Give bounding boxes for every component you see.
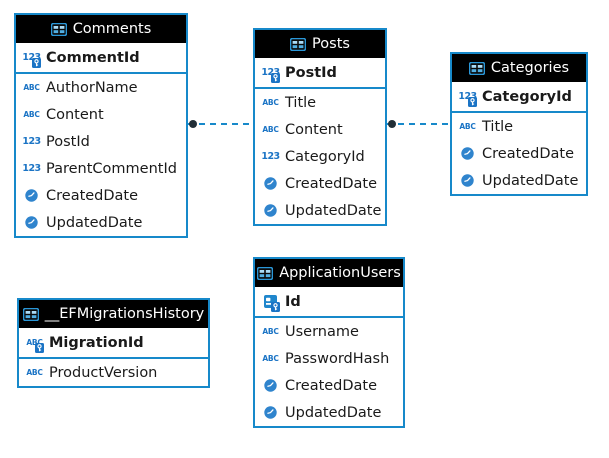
column-name: CreatedDate <box>482 145 575 162</box>
column-name: MigrationId <box>49 334 144 351</box>
number-key-icon: 123 <box>21 43 42 72</box>
text-icon: ABC <box>262 326 279 336</box>
number-key-icon: 123 <box>260 58 281 87</box>
table-icon <box>257 266 274 280</box>
column-name: Id <box>285 293 301 310</box>
column-row[interactable]: Id <box>255 287 403 318</box>
number-icon: 123 <box>261 150 280 162</box>
column-name: Title <box>285 94 317 111</box>
column-name: UpdatedDate <box>285 404 382 421</box>
datetime-icon <box>21 209 42 236</box>
table-applicationusers-header[interactable]: ApplicationUsers <box>255 259 403 287</box>
column-row[interactable]: CreatedDate <box>16 182 186 209</box>
column-name: UpdatedDate <box>285 202 382 219</box>
table-efmigrationshistory-header[interactable]: __EFMigrationsHistory <box>19 300 208 328</box>
column-name: AuthorName <box>46 79 138 96</box>
table-title: Comments <box>72 21 152 37</box>
relationship-endpoint-dot <box>388 120 396 128</box>
column-row[interactable]: ABC AuthorName <box>16 74 186 101</box>
datetime-icon <box>260 197 281 224</box>
relationship-comments-posts[interactable] <box>188 123 253 125</box>
column-row[interactable]: CreatedDate <box>452 140 586 167</box>
table-categories[interactable]: Categories 123 CategoryId ABC Title Crea… <box>450 52 588 196</box>
table-categories-header[interactable]: Categories <box>452 54 586 82</box>
table-applicationusers[interactable]: ApplicationUsers Id ABC Username ABC Pas… <box>253 257 405 428</box>
text-icon: ABC <box>262 353 279 363</box>
column-row[interactable]: UpdatedDate <box>255 197 385 224</box>
table-comments-header[interactable]: Comments <box>16 15 186 43</box>
table-title: Categories <box>490 60 570 76</box>
column-name: PostId <box>285 64 337 81</box>
column-name: ProductVersion <box>49 364 158 381</box>
column-row[interactable]: ABC Title <box>255 89 385 116</box>
relationship-posts-categories[interactable] <box>387 123 450 125</box>
column-row[interactable]: ABC MigrationId <box>19 328 208 359</box>
column-name: Username <box>285 323 359 340</box>
column-row[interactable]: CreatedDate <box>255 372 403 399</box>
column-name: ParentCommentId <box>46 160 177 177</box>
column-row[interactable]: CreatedDate <box>255 170 385 197</box>
column-name: UpdatedDate <box>482 172 579 189</box>
table-title: ApplicationUsers <box>279 265 401 281</box>
column-row[interactable]: ABC Content <box>16 101 186 128</box>
column-name: Content <box>285 121 343 138</box>
text-icon: ABC <box>262 97 279 107</box>
table-icon <box>290 37 307 51</box>
text-icon: ABC <box>23 109 40 119</box>
id-card-key-icon <box>260 287 281 316</box>
column-row[interactable]: 123 PostId <box>255 58 385 89</box>
column-row[interactable]: 123 ParentCommentId <box>16 155 186 182</box>
column-row[interactable]: 123 CategoryId <box>452 82 586 113</box>
text-key-icon: ABC <box>24 328 45 357</box>
column-row[interactable]: 123 PostId <box>16 128 186 155</box>
relationship-endpoint-dot <box>189 120 197 128</box>
column-row[interactable]: ABC Title <box>452 113 586 140</box>
table-title: __EFMigrationsHistory <box>44 306 205 322</box>
column-name: UpdatedDate <box>46 214 143 231</box>
table-efmigrationshistory[interactable]: __EFMigrationsHistory ABC MigrationId AB… <box>17 298 210 388</box>
table-icon <box>50 22 67 36</box>
table-title: Posts <box>312 36 350 52</box>
text-icon: ABC <box>459 121 476 131</box>
column-name: CreatedDate <box>285 175 378 192</box>
column-name: CreatedDate <box>285 377 378 394</box>
column-name: PasswordHash <box>285 350 390 367</box>
column-row[interactable]: ABC Username <box>255 318 403 345</box>
column-name: PostId <box>46 133 90 150</box>
number-icon: 123 <box>22 162 41 174</box>
column-row[interactable]: UpdatedDate <box>452 167 586 194</box>
column-row[interactable]: ABC PasswordHash <box>255 345 403 372</box>
table-icon <box>468 61 485 75</box>
datetime-icon <box>260 399 281 426</box>
datetime-icon <box>457 167 478 194</box>
datetime-icon <box>21 182 42 209</box>
text-icon: ABC <box>26 367 43 377</box>
column-name: Title <box>482 118 514 135</box>
column-name: CreatedDate <box>46 187 139 204</box>
table-posts[interactable]: Posts 123 PostId ABC Title ABC Content 1… <box>253 28 387 226</box>
datetime-icon <box>457 140 478 167</box>
table-icon <box>22 307 39 321</box>
text-icon: ABC <box>262 124 279 134</box>
datetime-icon <box>260 372 281 399</box>
column-name: CategoryId <box>285 148 365 165</box>
table-comments[interactable]: Comments 123 CommentId ABC AuthorName AB… <box>14 13 188 238</box>
column-row[interactable]: 123 CommentId <box>16 43 186 74</box>
column-row[interactable]: 123 CategoryId <box>255 143 385 170</box>
column-name: Content <box>46 106 104 123</box>
datetime-icon <box>260 170 281 197</box>
text-icon: ABC <box>23 82 40 92</box>
table-posts-header[interactable]: Posts <box>255 30 385 58</box>
column-row[interactable]: ABC Content <box>255 116 385 143</box>
number-key-icon: 123 <box>457 82 478 111</box>
column-row[interactable]: UpdatedDate <box>255 399 403 426</box>
column-name: CategoryId <box>482 88 572 105</box>
column-row[interactable]: UpdatedDate <box>16 209 186 236</box>
number-icon: 123 <box>22 135 41 147</box>
column-name: CommentId <box>46 49 140 66</box>
column-row[interactable]: ABC ProductVersion <box>19 359 208 386</box>
